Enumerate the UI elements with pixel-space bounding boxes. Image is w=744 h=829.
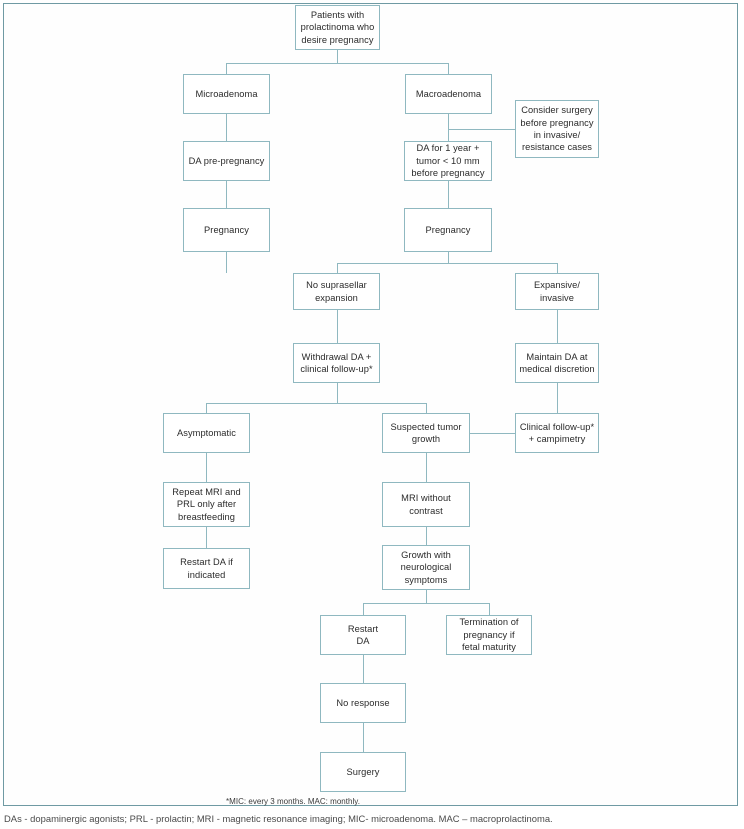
edge-split-withdrawal [206, 403, 426, 404]
node-asymptomatic[interactable]: Asymptomatic [163, 413, 250, 453]
edge-da-to-pregnancy-left [226, 181, 227, 208]
edge-to-restart-da [363, 603, 364, 615]
figure-frame [3, 3, 738, 806]
edge-growth-down [426, 590, 427, 603]
edge-no-suprasellar-to-withdrawal [337, 310, 338, 343]
edge-microadenoma-to-da [226, 114, 227, 141]
node-microadenoma[interactable]: Microadenoma [183, 74, 270, 114]
figure-footnote: *MIC: every 3 months. MAC: monthly. [226, 797, 360, 806]
node-growth-neurological-symptoms[interactable]: Growth with neurological symptoms [382, 545, 470, 590]
node-macroadenoma[interactable]: Macroadenoma [405, 74, 492, 114]
node-mri-without-contrast[interactable]: MRI without contrast [382, 482, 470, 527]
edge-to-microadenoma [226, 63, 227, 74]
edge-withdrawal-down [337, 383, 338, 403]
node-patients-with-prolactinoma[interactable]: Patients with prolactinoma who desire pr… [295, 5, 380, 50]
edge-pregnancy-left-down [226, 252, 227, 273]
node-da-one-year[interactable]: DA for 1 year + tumor < 10 mm before pre… [404, 141, 492, 181]
edge-suspected-to-mri [426, 453, 427, 482]
edge-macroadenoma-down [448, 114, 449, 141]
edge-suspected-to-clinical-followup [470, 433, 515, 434]
node-repeat-mri-prl[interactable]: Repeat MRI and PRL only after breastfeed… [163, 482, 250, 527]
edge-macro-to-consider-surgery [448, 129, 515, 130]
node-no-suprasellar-expansion[interactable]: No suprasellar expansion [293, 273, 380, 310]
edge-repeat-mri-to-restart-da [206, 527, 207, 548]
edge-mri-to-growth [426, 527, 427, 545]
node-withdrawal-da[interactable]: Withdrawal DA + clinical follow-up* [293, 343, 380, 383]
node-suspected-tumor-growth[interactable]: Suspected tumor growth [382, 413, 470, 453]
node-restart-da-if-indicated[interactable]: Restart DA if indicated [163, 548, 250, 589]
edge-to-macroadenoma [448, 63, 449, 74]
edge-restart-da-to-no-response [363, 655, 364, 683]
edge-split-pregnancy [337, 263, 557, 264]
node-surgery[interactable]: Surgery [320, 752, 406, 792]
node-consider-surgery[interactable]: Consider surgery before pregnancy in inv… [515, 100, 599, 158]
edge-to-asymptomatic [206, 403, 207, 413]
node-pregnancy-right[interactable]: Pregnancy [404, 208, 492, 252]
edge-patients-down [337, 50, 338, 63]
node-termination-of-pregnancy[interactable]: Termination of pregnancy if fetal maturi… [446, 615, 532, 655]
edge-expansive-to-maintain [557, 310, 558, 343]
edge-da-year-to-pregnancy-right [448, 181, 449, 208]
figure-legend: DAs - dopaminergic agonists; PRL - prola… [4, 813, 553, 824]
node-clinical-followup-campimetry[interactable]: Clinical follow-up* + campimetry [515, 413, 599, 453]
edge-pregnancy-right-down [448, 252, 449, 263]
edge-split-growth [363, 603, 489, 604]
edge-to-suspected-growth [426, 403, 427, 413]
edge-to-termination [489, 603, 490, 615]
node-expansive-invasive[interactable]: Expansive/ invasive [515, 273, 599, 310]
edge-no-response-to-surgery [363, 723, 364, 752]
edge-split-top [226, 63, 449, 64]
edge-maintain-to-clinical-followup [557, 383, 558, 413]
node-maintain-da[interactable]: Maintain DA at medical discretion [515, 343, 599, 383]
node-pregnancy-left[interactable]: Pregnancy [183, 208, 270, 252]
edge-asymptomatic-to-repeat-mri [206, 453, 207, 482]
edge-to-expansive [557, 263, 558, 273]
node-no-response[interactable]: No response [320, 683, 406, 723]
edge-to-no-suprasellar [337, 263, 338, 273]
node-restart-da[interactable]: Restart DA [320, 615, 406, 655]
node-da-pre-pregnancy[interactable]: DA pre-pregnancy [183, 141, 270, 181]
